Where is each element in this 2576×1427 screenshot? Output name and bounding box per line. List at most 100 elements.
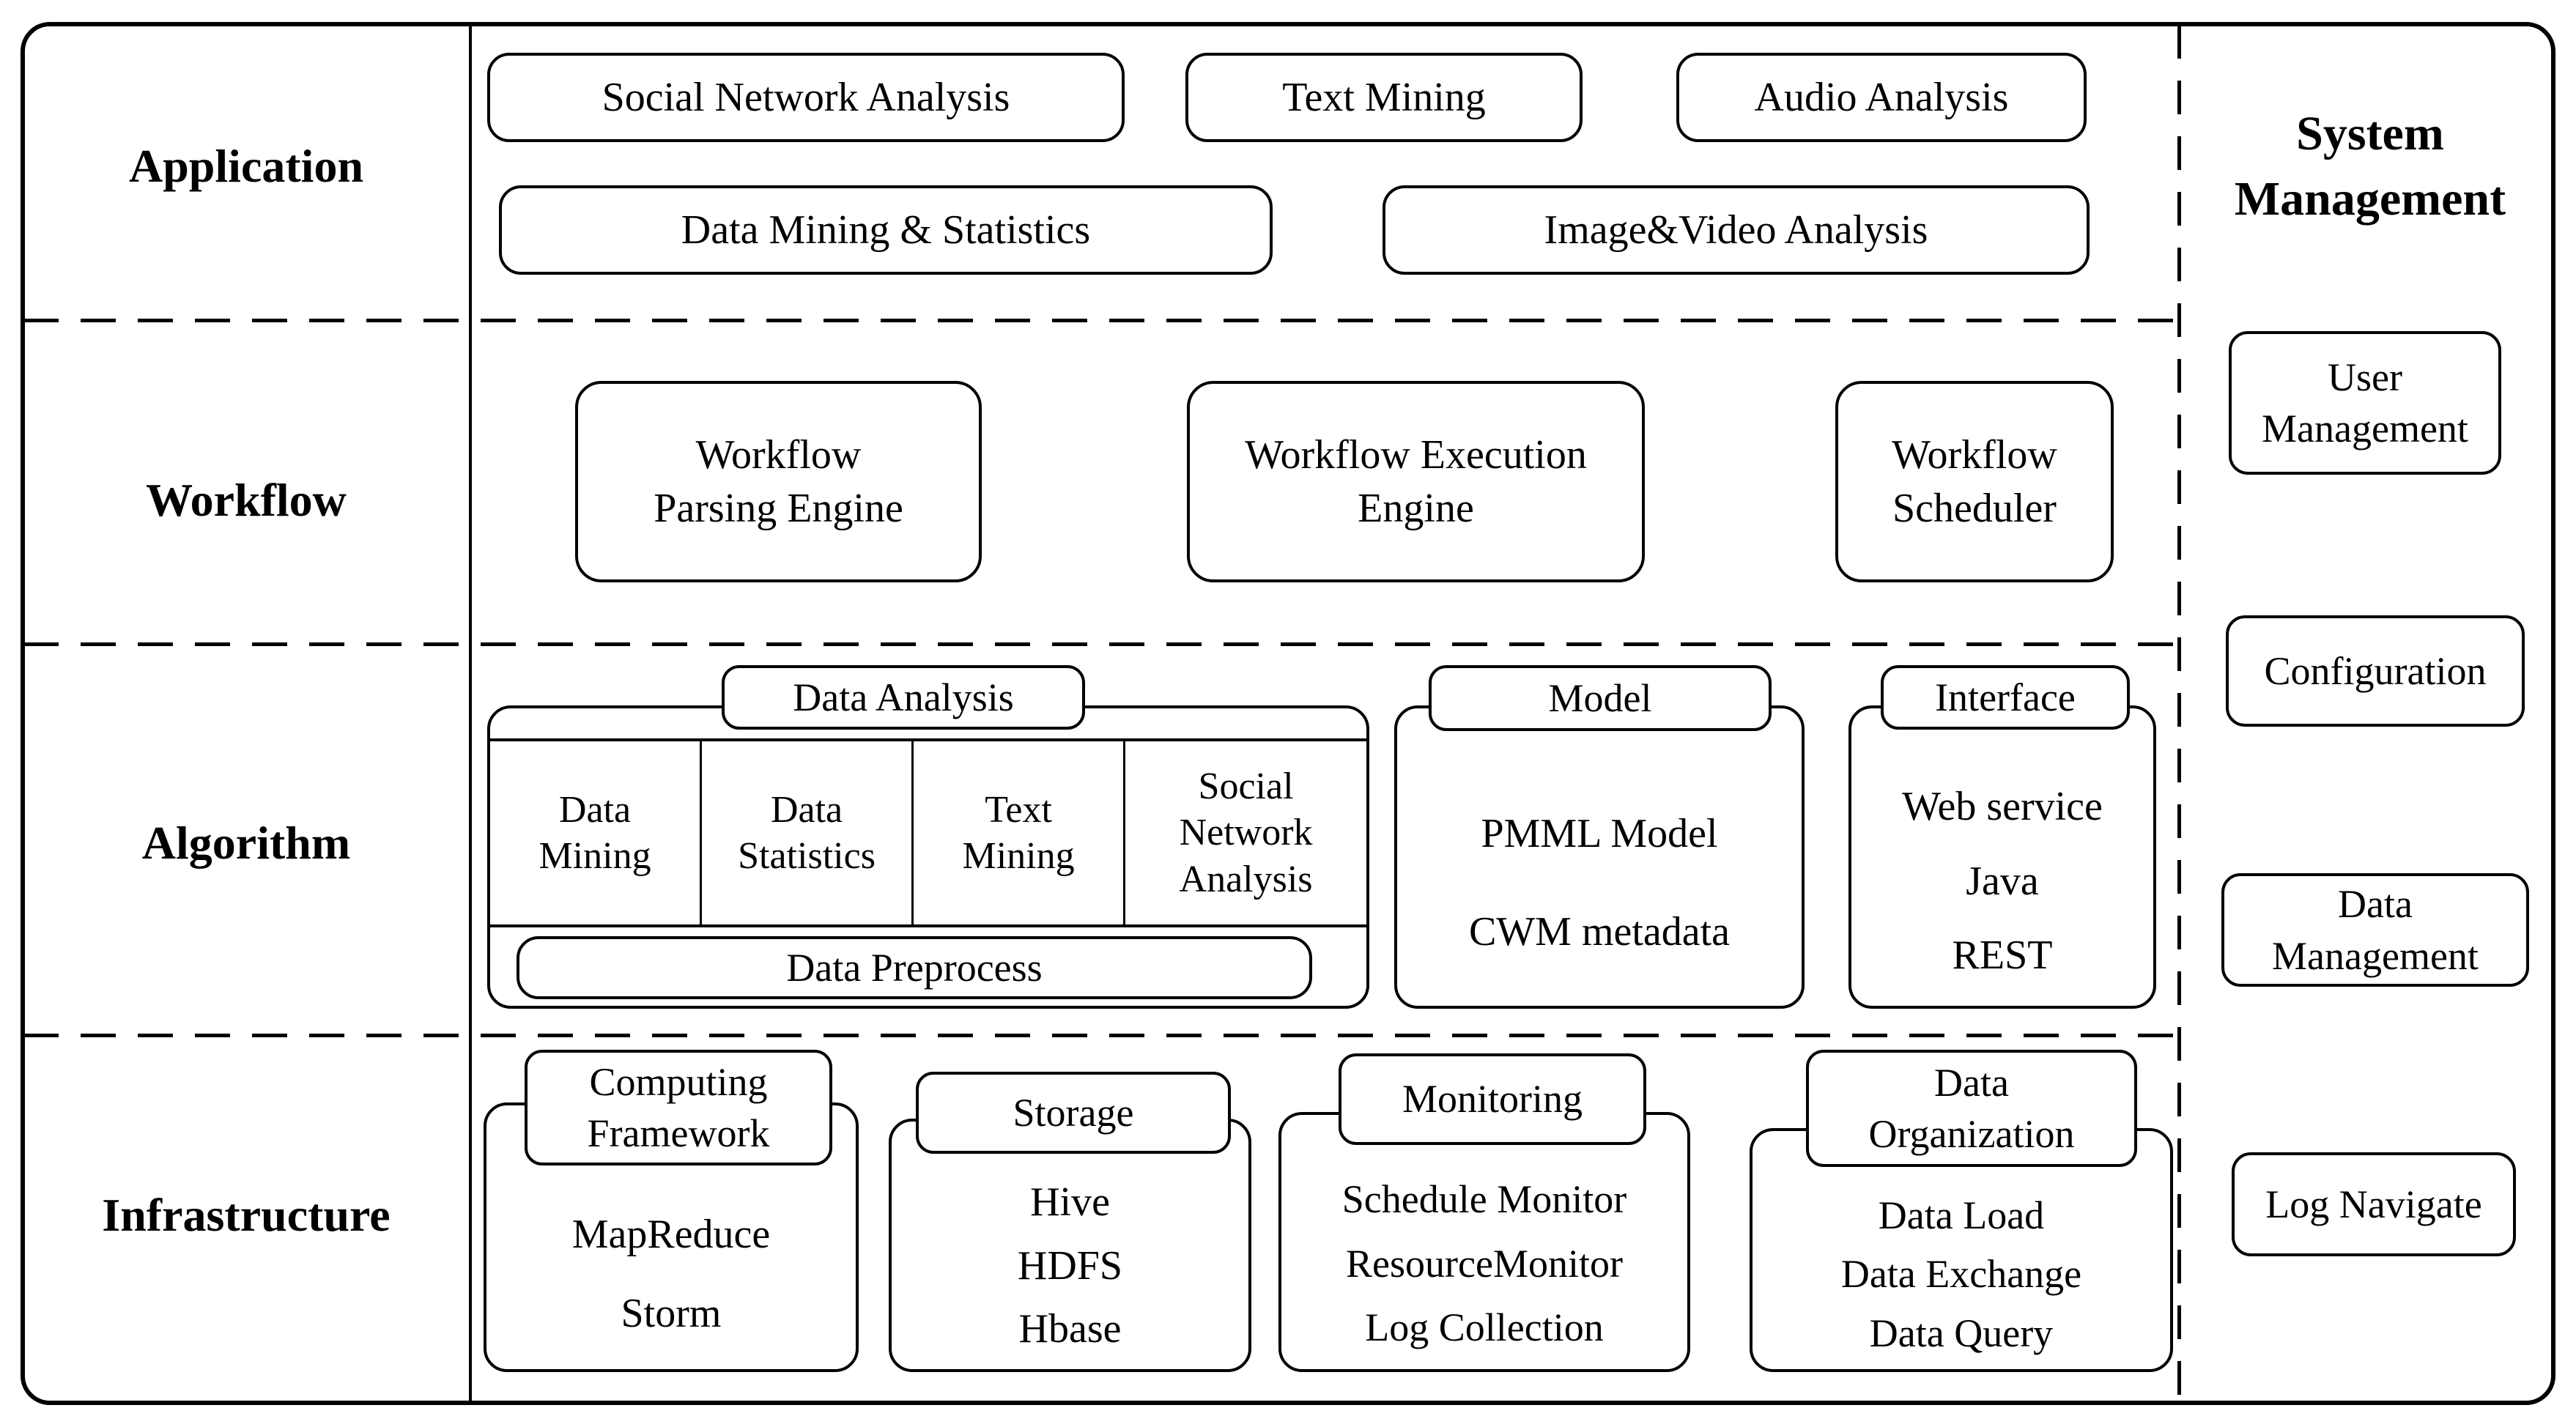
cell-line: Text (985, 788, 1052, 831)
cell-data-mining: Data Mining (490, 741, 703, 924)
monitoring-item: Schedule Monitor (1341, 1176, 1627, 1221)
computing-framework-tab: Computing Framework (525, 1050, 832, 1165)
cell-line: Mining (538, 835, 651, 877)
cell-line: Mining (962, 835, 1075, 877)
algorithm-infrastructure-separator (23, 1034, 2177, 1037)
data-organization-tab: Data Organization (1806, 1050, 2137, 1167)
cell-line: Network (1179, 812, 1313, 854)
model-item: CWM metadata (1468, 908, 1731, 955)
box-label: Workflow Execution Engine (1245, 429, 1587, 535)
computing-item: Storm (621, 1291, 722, 1336)
cell-line: Analysis (1179, 858, 1313, 900)
data-organization-item: Data Load (1878, 1193, 2045, 1237)
monitoring-item: Log Collection (1365, 1305, 1604, 1350)
tab-label: Data Analysis (793, 675, 1014, 719)
box-label: Workflow Scheduler (1892, 429, 2057, 535)
title-line: System (2296, 107, 2444, 160)
cell-line: Statistics (738, 835, 876, 877)
data-analysis-table: Data Mining Data Statistics Text Mining … (490, 738, 1366, 927)
tab-label: Storage (1013, 1090, 1134, 1135)
tab-label: Monitoring (1402, 1077, 1583, 1122)
tab-label: Computing Framework (588, 1056, 770, 1159)
box-label: Text Mining (1282, 74, 1486, 120)
data-organization-item: Data Query (1869, 1311, 2054, 1355)
box-label: Configuration (2264, 648, 2487, 693)
workflow-parsing-engine-box: Workflow Parsing Engine (575, 381, 982, 582)
box-label: Data Preprocess (786, 945, 1043, 990)
storage-item: HDFS (1017, 1242, 1123, 1289)
monitoring-item: ResourceMonitor (1346, 1241, 1623, 1286)
box-label: Workflow Parsing Engine (654, 429, 903, 535)
box-label: User Management (2262, 352, 2468, 454)
box-line: Workflow (1892, 431, 2057, 478)
cell-line: Social (1198, 765, 1294, 807)
box-label: Data Management (2272, 878, 2479, 981)
storage-tab: Storage (916, 1072, 1231, 1154)
box-line: Workflow (695, 431, 862, 478)
cell-social-network-analysis: Social Network Analysis (1125, 741, 1366, 924)
data-preprocess-box: Data Preprocess (517, 936, 1312, 999)
box-line: Scheduler (1892, 485, 2057, 531)
app-box-data-mining-statistics: Data Mining & Statistics (499, 185, 1273, 275)
title-line: Management (2234, 172, 2506, 226)
layer-label-application: Application (128, 140, 364, 192)
tab-line: Organization (1868, 1112, 2075, 1156)
box-label: Audio Analysis (1754, 74, 2009, 120)
cell-data-statistics: Data Statistics (702, 741, 914, 924)
tab-line: Data (1934, 1060, 2009, 1105)
cell-line: Data (770, 788, 843, 831)
cell-line: Data (558, 788, 632, 831)
interface-group: Web service Java REST (1848, 705, 2156, 1009)
box-line: Management (2272, 933, 2479, 978)
tab-label: Data Organization (1869, 1057, 2075, 1160)
tab-line: Framework (587, 1111, 770, 1155)
app-box-image-video-analysis: Image&Video Analysis (1383, 185, 2090, 275)
box-line: Management (2262, 407, 2468, 451)
log-navigate-box: Log Navigate (2232, 1152, 2516, 1256)
box-line: Parsing Engine (654, 485, 903, 531)
interface-item: Web service (1902, 784, 2103, 830)
tab-label: Interface (1935, 675, 2076, 719)
user-management-box: User Management (2229, 331, 2501, 475)
layer-label-workflow: Workflow (146, 474, 347, 526)
cell-text-mining: Text Mining (914, 741, 1126, 924)
model-group: PMML Model CWM metadata (1394, 705, 1805, 1009)
box-line: Data (2338, 882, 2413, 927)
application-workflow-separator (23, 319, 2177, 322)
model-tab: Model (1429, 665, 1772, 731)
box-line: Workflow Execution (1245, 431, 1587, 478)
app-box-social-network-analysis: Social Network Analysis (487, 53, 1125, 142)
data-analysis-tab: Data Analysis (722, 665, 1085, 730)
layer-label-infrastructure: Infrastructure (102, 1189, 391, 1241)
box-line: Engine (1358, 485, 1474, 531)
interface-item: Java (1966, 858, 2039, 904)
data-organization-item: Data Exchange (1840, 1252, 2082, 1296)
data-management-box: Data Management (2221, 873, 2529, 987)
storage-item: Hive (1030, 1179, 1110, 1225)
model-item: PMML Model (1481, 811, 1718, 857)
configuration-box: Configuration (2226, 615, 2525, 727)
interface-tab: Interface (1881, 665, 2130, 730)
workflow-execution-engine-box: Workflow Execution Engine (1187, 381, 1645, 582)
layer-label-algorithm: Algorithm (141, 817, 351, 869)
computing-item: MapReduce (571, 1212, 771, 1257)
storage-item: Hbase (1018, 1306, 1122, 1352)
box-label: Image&Video Analysis (1544, 207, 1928, 253)
box-label: Social Network Analysis (602, 74, 1010, 120)
outer-frame (21, 22, 2555, 1405)
workflow-algorithm-separator (23, 642, 2177, 646)
system-management-title: System Management (2187, 101, 2553, 231)
label-column-divider (469, 25, 472, 1402)
monitoring-tab: Monitoring (1339, 1053, 1646, 1145)
monitoring-group: Schedule Monitor ResourceMonitor Log Col… (1278, 1112, 1690, 1372)
box-label: Log Navigate (2265, 1182, 2482, 1226)
box-line: User (2328, 355, 2402, 399)
workflow-scheduler-box: Workflow Scheduler (1835, 381, 2114, 582)
data-organization-group: Data Load Data Exchange Data Query (1750, 1128, 2173, 1372)
interface-item: REST (1952, 932, 2053, 978)
system-management-divider (2177, 25, 2181, 1402)
app-box-text-mining: Text Mining (1185, 53, 1583, 142)
tab-line: Computing (589, 1059, 768, 1104)
storage-group: Hive HDFS Hbase (889, 1119, 1251, 1372)
